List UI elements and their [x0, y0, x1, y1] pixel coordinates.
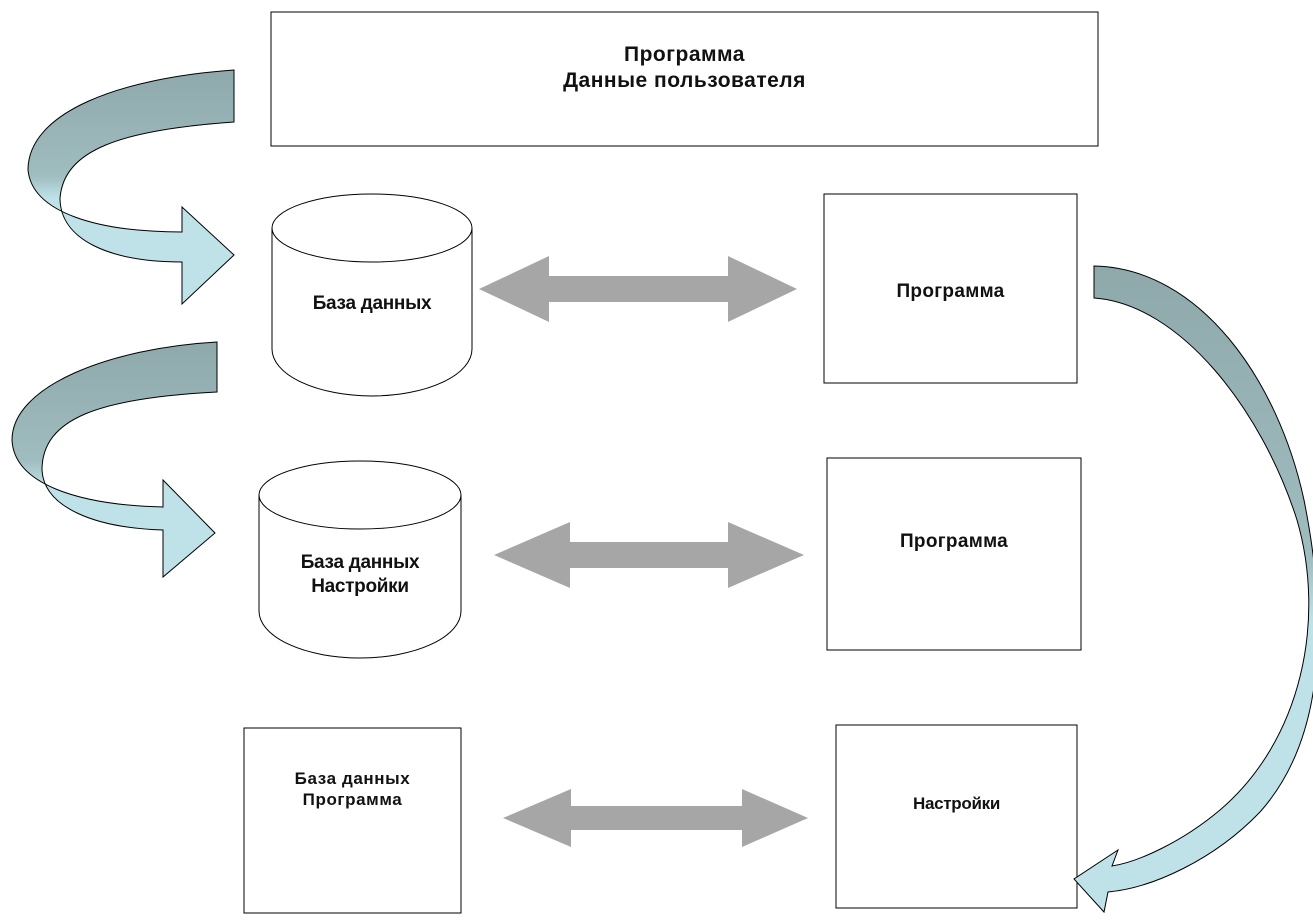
row2-program-label: Программа	[827, 530, 1081, 554]
row3-right-label: Настройки	[836, 793, 1077, 814]
database-cylinder-1	[271, 193, 473, 397]
top-box-line2: Данные пользователя	[563, 69, 806, 93]
row3-left-label: База данных Программа	[244, 768, 461, 811]
top-box-line1: Программа	[624, 43, 745, 66]
settings-box	[835, 724, 1078, 909]
row2-program-text: Программа	[899, 531, 1009, 552]
double-arrow-1	[479, 256, 797, 322]
row1-db-text: База данных	[312, 293, 432, 314]
double-arrow-2	[494, 522, 804, 588]
row1-program-text: Программа	[896, 281, 1005, 302]
row2-db-line1: База данных	[300, 552, 420, 573]
row2-db-label: База данных Настройки	[259, 551, 461, 599]
row1-program-label: Программа	[824, 280, 1077, 304]
row1-db-label: База данных	[272, 292, 472, 316]
program-box-2	[826, 457, 1082, 651]
database-cylinder-2	[258, 460, 462, 659]
db-program-box	[243, 727, 462, 914]
curved-arrow-1	[27, 69, 235, 306]
row3-right-text: Настройки	[913, 794, 1000, 813]
double-arrow-3	[503, 789, 808, 847]
row3-left-line2: Программа	[302, 790, 403, 810]
curved-arrow-2	[11, 341, 218, 579]
top-program-box	[270, 11, 1099, 147]
program-box-1	[823, 193, 1078, 384]
row2-db-line2: Настройки	[311, 575, 409, 597]
top-box-label: Программа Данные пользователя	[271, 42, 1098, 95]
curved-arrow-3	[1073, 265, 1313, 914]
row3-left-line1: База данных	[294, 769, 411, 788]
